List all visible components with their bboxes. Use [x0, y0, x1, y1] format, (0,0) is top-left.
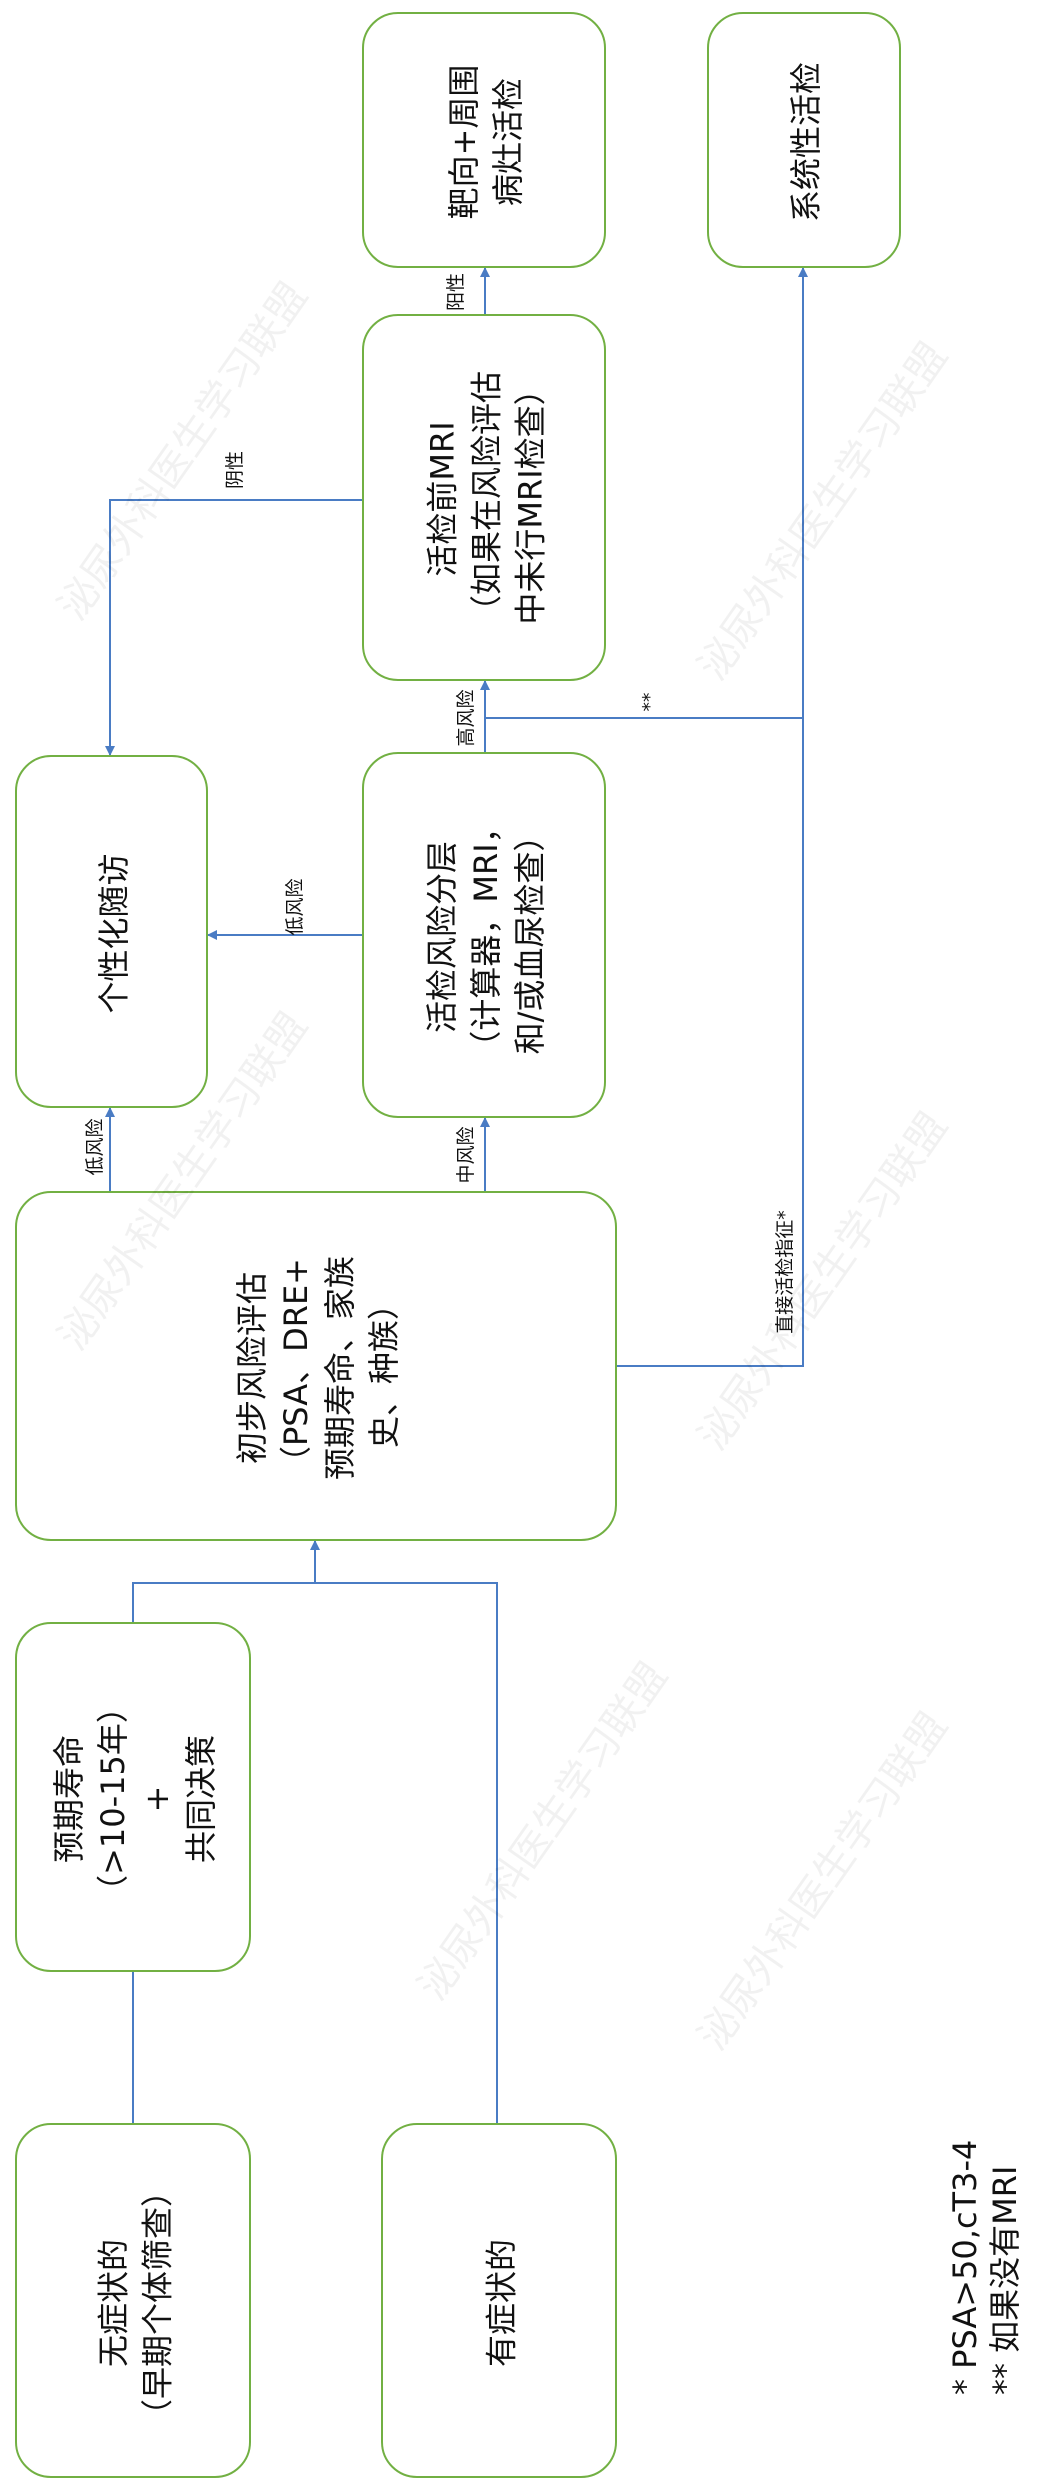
node-biopsy-risk: 活检风险分层 （计算器，MRI， 和/或血尿检查） — [362, 752, 606, 1118]
node-asymptomatic: 无症状的 （早期个体筛查） — [15, 2123, 251, 2478]
edge-label-positive: 阳性 — [445, 273, 467, 312]
node-biopsy-risk-text: 活检风险分层 （计算器，MRI， 和/或血尿检查） — [423, 811, 549, 1063]
footnotes: * PSA>50,cT3-4 ** 如果没有MRI — [940, 2095, 1030, 2395]
node-systematic-biopsy-text: 系统性活检 — [787, 62, 825, 223]
edge-label-low-risk-initial: 低风险 — [84, 1118, 106, 1176]
node-life-expectancy: 预期寿命 （>10-15年） + 共同决策 — [15, 1622, 251, 1972]
footnote-2: ** 如果没有MRI — [986, 2165, 1024, 2395]
arrow-mri-to-followup — [105, 499, 362, 756]
edge-label-high-risk: 高风险 — [455, 689, 477, 747]
node-initial-risk-text: 初步风险评估 （PSA、DRE+ 预期寿命、家族 史、种族） — [233, 1256, 403, 1481]
edge-label-negative: 阴性 — [224, 451, 246, 490]
node-life-expectancy-text: 预期寿命 （>10-15年） + 共同决策 — [50, 1691, 220, 1907]
edge-label-mid-risk: 中风险 — [455, 1126, 477, 1184]
edge-label-double-star: ** — [639, 692, 661, 712]
node-personalized-followup-text: 个性化随访 — [94, 853, 133, 1014]
node-personalized-followup: 个性化随访 — [15, 755, 208, 1108]
node-symptomatic: 有症状的 — [381, 2123, 617, 2478]
footnote-1: * PSA>50,cT3-4 — [946, 2139, 984, 2395]
node-targeted-biopsy: 靶向+周围 病灶活检 — [362, 12, 606, 268]
edge-label-low-risk-biopsy: 低风险 — [284, 878, 306, 936]
node-systematic-biopsy: 系统性活检 — [707, 12, 901, 268]
arrow-initial-to-systematic — [617, 267, 808, 1367]
node-initial-risk: 初步风险评估 （PSA、DRE+ 预期寿命、家族 史、种族） — [15, 1191, 617, 1541]
node-asymptomatic-text: 无症状的 （早期个体筛查） — [94, 2175, 177, 2432]
edge-label-direct-biopsy: 直接活检指征* — [774, 1210, 796, 1334]
node-targeted-biopsy-text: 靶向+周围 病灶活检 — [445, 64, 527, 220]
node-symptomatic-text: 有症状的 — [482, 2239, 521, 2368]
node-pre-biopsy-mri-text: 活检前MRI （如果在风险评估 中未行MRI检查） — [423, 371, 550, 628]
node-pre-biopsy-mri: 活检前MRI （如果在风险评估 中未行MRI检查） — [362, 314, 606, 681]
